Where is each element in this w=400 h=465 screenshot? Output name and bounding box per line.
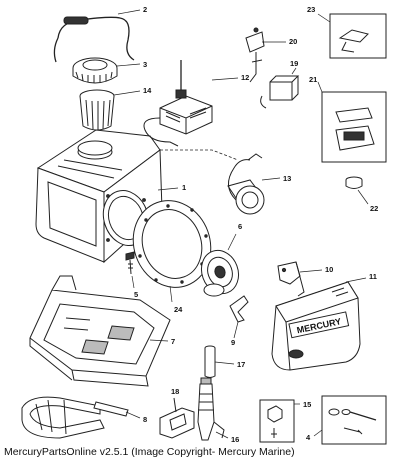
part-12-sending-unit — [143, 60, 239, 147]
part-4-bolt-kit — [313, 395, 387, 445]
part-19-relay — [260, 67, 300, 109]
part-16-fuel-valve — [197, 377, 229, 441]
part-22-plug — [345, 176, 369, 205]
part-10-mounting-bracket — [277, 261, 323, 297]
part-label-7: 7 — [171, 337, 175, 346]
part-1-fuel-tank — [35, 129, 179, 264]
part-label-5: 5 — [134, 290, 138, 299]
part-21-switch — [317, 81, 387, 163]
image-caption: MercuryPartsOnline v2.5.1 (Image Copyrig… — [4, 446, 295, 458]
part-label-21: 21 — [309, 75, 317, 84]
part-18-bracket-plate — [159, 397, 195, 439]
part-13-fuel-pump — [227, 153, 281, 215]
part-label-14: 14 — [143, 86, 152, 95]
part-label-10: 10 — [325, 265, 333, 274]
part-label-18: 18 — [171, 387, 179, 396]
part-5-screw — [125, 251, 135, 289]
part-label-11: 11 — [369, 272, 377, 281]
part-label-2: 2 — [143, 5, 147, 14]
part-label-22: 22 — [370, 204, 378, 213]
part-2-cord — [53, 9, 141, 63]
part-17-spacer — [204, 345, 235, 378]
part-23-clip — [317, 13, 387, 59]
part-label-13: 13 — [283, 174, 291, 183]
part-label-9: 9 — [231, 338, 235, 347]
part-label-8: 8 — [143, 415, 147, 424]
part-6-plate — [200, 233, 240, 297]
part-label-1: 1 — [182, 183, 186, 192]
part-label-20: 20 — [289, 37, 297, 46]
part-label-12: 12 — [241, 73, 249, 82]
part-label-6: 6 — [238, 222, 242, 231]
part-label-24: 24 — [174, 305, 183, 314]
part-11-cover: MERCURY — [271, 277, 367, 371]
part-label-16: 16 — [231, 435, 239, 444]
part-24-gasket — [132, 200, 212, 303]
part-label-23: 23 — [307, 5, 315, 14]
part-label-3: 3 — [143, 60, 147, 69]
part-8-strap — [21, 396, 141, 439]
part-7-tray — [29, 275, 171, 387]
part-label-17: 17 — [237, 360, 245, 369]
part-15-nut — [259, 399, 300, 443]
part-label-15: 15 — [303, 400, 311, 409]
part-20-relay-bracket — [245, 27, 286, 83]
part-14-filter-basket — [79, 89, 141, 131]
part-label-4: 4 — [306, 433, 311, 442]
part-label-19: 19 — [290, 59, 298, 68]
part-3-filler-cap — [72, 57, 141, 84]
part-9-bracket — [229, 295, 249, 339]
